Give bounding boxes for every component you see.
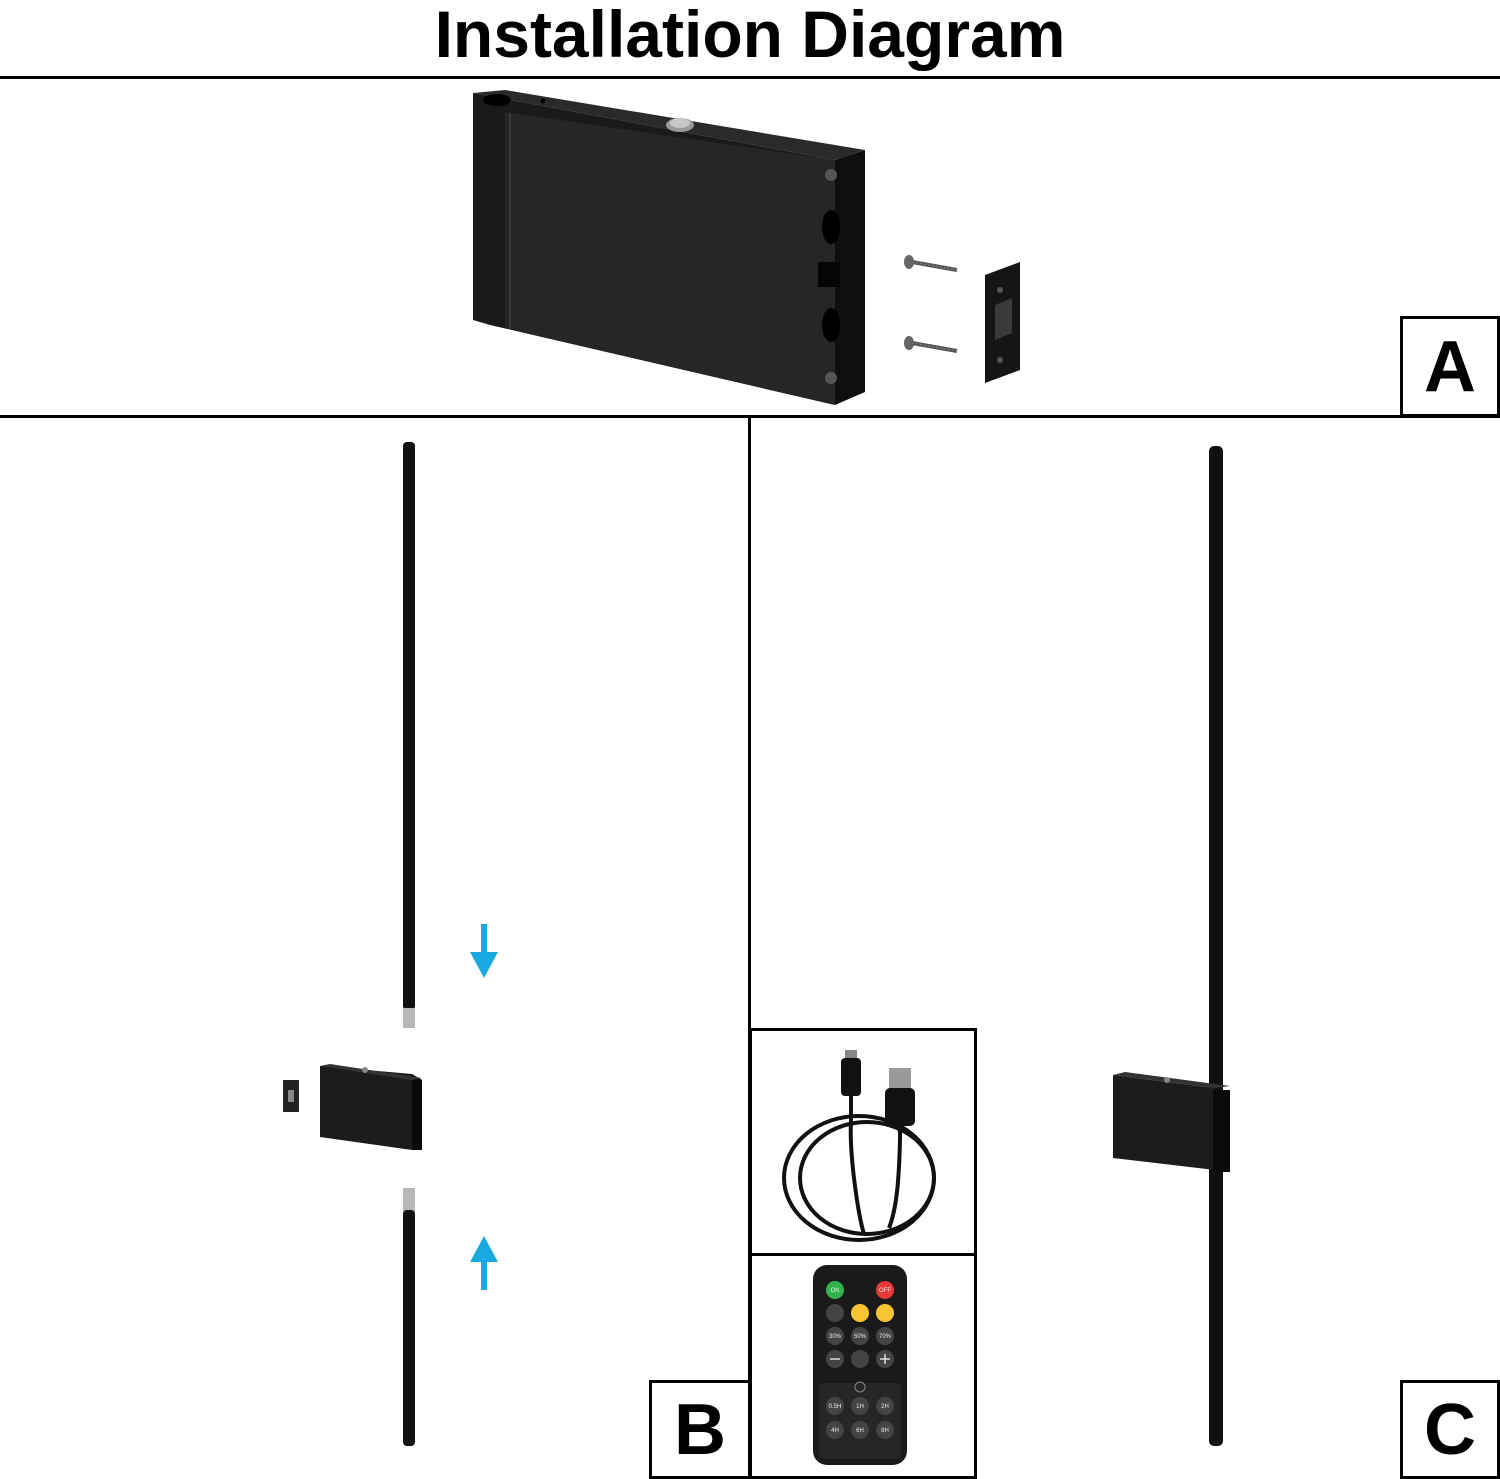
- remote-1h-label: 1H: [856, 1404, 864, 1410]
- screw-icon: [904, 255, 958, 272]
- top-divider: [0, 76, 1500, 79]
- screw-icon: [904, 336, 958, 353]
- lower-rod: [403, 1210, 415, 1446]
- remote-50-label: 50%: [854, 1334, 867, 1340]
- rod-connector: [403, 1008, 415, 1028]
- wall-bracket-small-icon: [283, 1080, 299, 1112]
- arrow-down-icon: [470, 924, 498, 978]
- arrow-up-icon: [470, 1236, 498, 1290]
- panel-a-label: A: [1400, 316, 1500, 417]
- wall-bracket-icon: [985, 262, 1020, 383]
- mount-box-large: [473, 90, 865, 405]
- page-title: Installation Diagram: [434, 0, 1066, 71]
- rod-connector: [403, 1188, 415, 1212]
- upper-rod: [403, 442, 415, 1010]
- remote-off-label: OFF: [879, 1288, 891, 1294]
- usb-cable-icon: [782, 1050, 936, 1242]
- remote-05h-label: 0.5H: [829, 1404, 842, 1410]
- remote-6h-label: 6H: [856, 1428, 864, 1434]
- remote-8h-label: 8H: [881, 1428, 889, 1434]
- usb-cable-inset: [749, 1028, 977, 1256]
- panel-b-label: B: [649, 1380, 751, 1479]
- remote-30-label: 30%: [829, 1334, 842, 1340]
- panel-c-label: C: [1400, 1380, 1500, 1479]
- panel-divider: [748, 415, 751, 1479]
- remote-4h-label: 4H: [831, 1428, 839, 1434]
- remote-on-label: ON: [831, 1288, 840, 1294]
- remote-70-label: 70%: [879, 1334, 892, 1340]
- remote-2h-label: 2H: [881, 1404, 889, 1410]
- remote-control-icon: ON OFF 30% 50% 70% 0.5H 1H 2H 4H 6H 8H: [813, 1265, 907, 1465]
- assembled-rod: [1209, 446, 1223, 1446]
- mount-box-small: [320, 1064, 422, 1150]
- mount-box-assembled: [1113, 1072, 1230, 1172]
